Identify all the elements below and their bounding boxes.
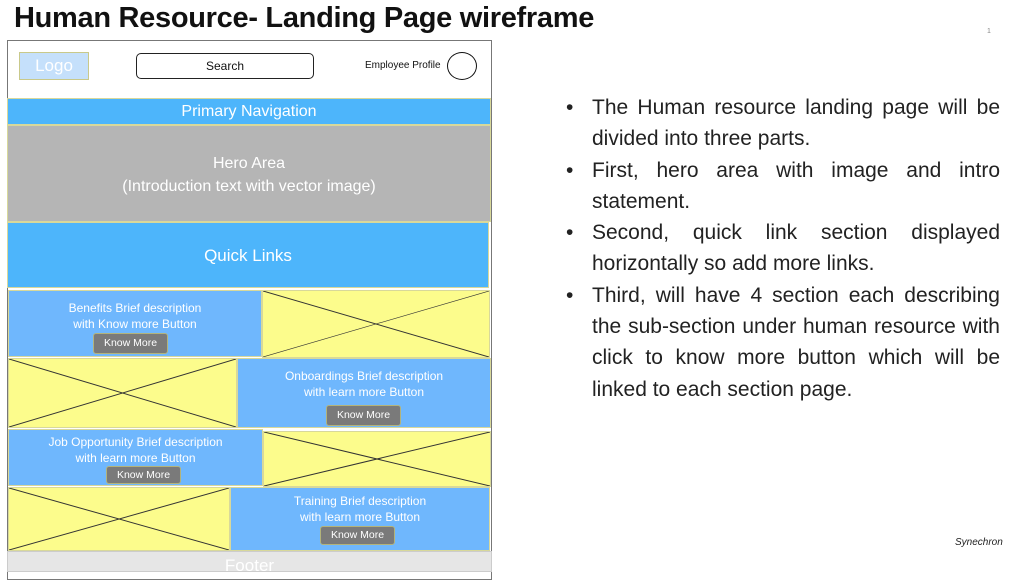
footer: Footer <box>7 551 492 575</box>
section-text: Benefits Brief description <box>68 301 202 315</box>
primary-navigation[interactable]: Primary Navigation <box>7 98 491 125</box>
section-text: Training Brief description <box>293 494 427 508</box>
bullet-item: The Human resource landing page will be … <box>566 92 1000 155</box>
training-know-more-button[interactable]: Know More <box>320 526 395 545</box>
section-text: with learn more Button <box>299 510 421 524</box>
bullet-item: Second, quick link section displayed hor… <box>566 217 1000 280</box>
brand-logo: Synechron <box>955 537 1003 548</box>
image-placeholder <box>8 358 237 428</box>
job-opportunity-know-more-button[interactable]: Know More <box>106 466 181 484</box>
employee-profile-label[interactable]: Employee Profile <box>365 60 441 71</box>
section-text: with Know more Button <box>73 317 197 331</box>
avatar[interactable] <box>447 52 477 80</box>
job-opportunity-section: Job Opportunity Brief description with l… <box>8 429 263 486</box>
section-text: Job Opportunity Brief description <box>48 435 223 449</box>
hero-subtitle: (Introduction text with vector image) <box>122 178 376 195</box>
logo[interactable]: Logo <box>19 52 89 80</box>
section-text: with learn more Button <box>75 451 196 465</box>
section-text: Onboardings Brief description <box>284 369 444 383</box>
image-placeholder <box>8 487 230 551</box>
bullet-item: Third, will have 4 section each describi… <box>566 280 1000 405</box>
image-placeholder <box>262 290 490 358</box>
page-number: 1 <box>987 28 991 35</box>
section-text: with learn more Button <box>303 385 425 399</box>
image-placeholder <box>263 431 491 487</box>
bullet-item: First, hero area with image and intro st… <box>566 155 1000 218</box>
hero-area: Hero Area (Introduction text with vector… <box>7 125 491 222</box>
onboarding-section: Onboardings Brief description with learn… <box>237 358 491 428</box>
benefits-know-more-button[interactable]: Know More <box>93 333 168 354</box>
quick-links[interactable]: Quick Links <box>7 222 489 288</box>
hero-title: Hero Area <box>212 155 286 172</box>
onboarding-know-more-button[interactable]: Know More <box>326 405 401 426</box>
description-bullets: The Human resource landing page will be … <box>566 92 1000 405</box>
search-input[interactable]: Search <box>136 53 314 79</box>
slide-title: Human Resource- Landing Page wireframe <box>14 2 595 34</box>
